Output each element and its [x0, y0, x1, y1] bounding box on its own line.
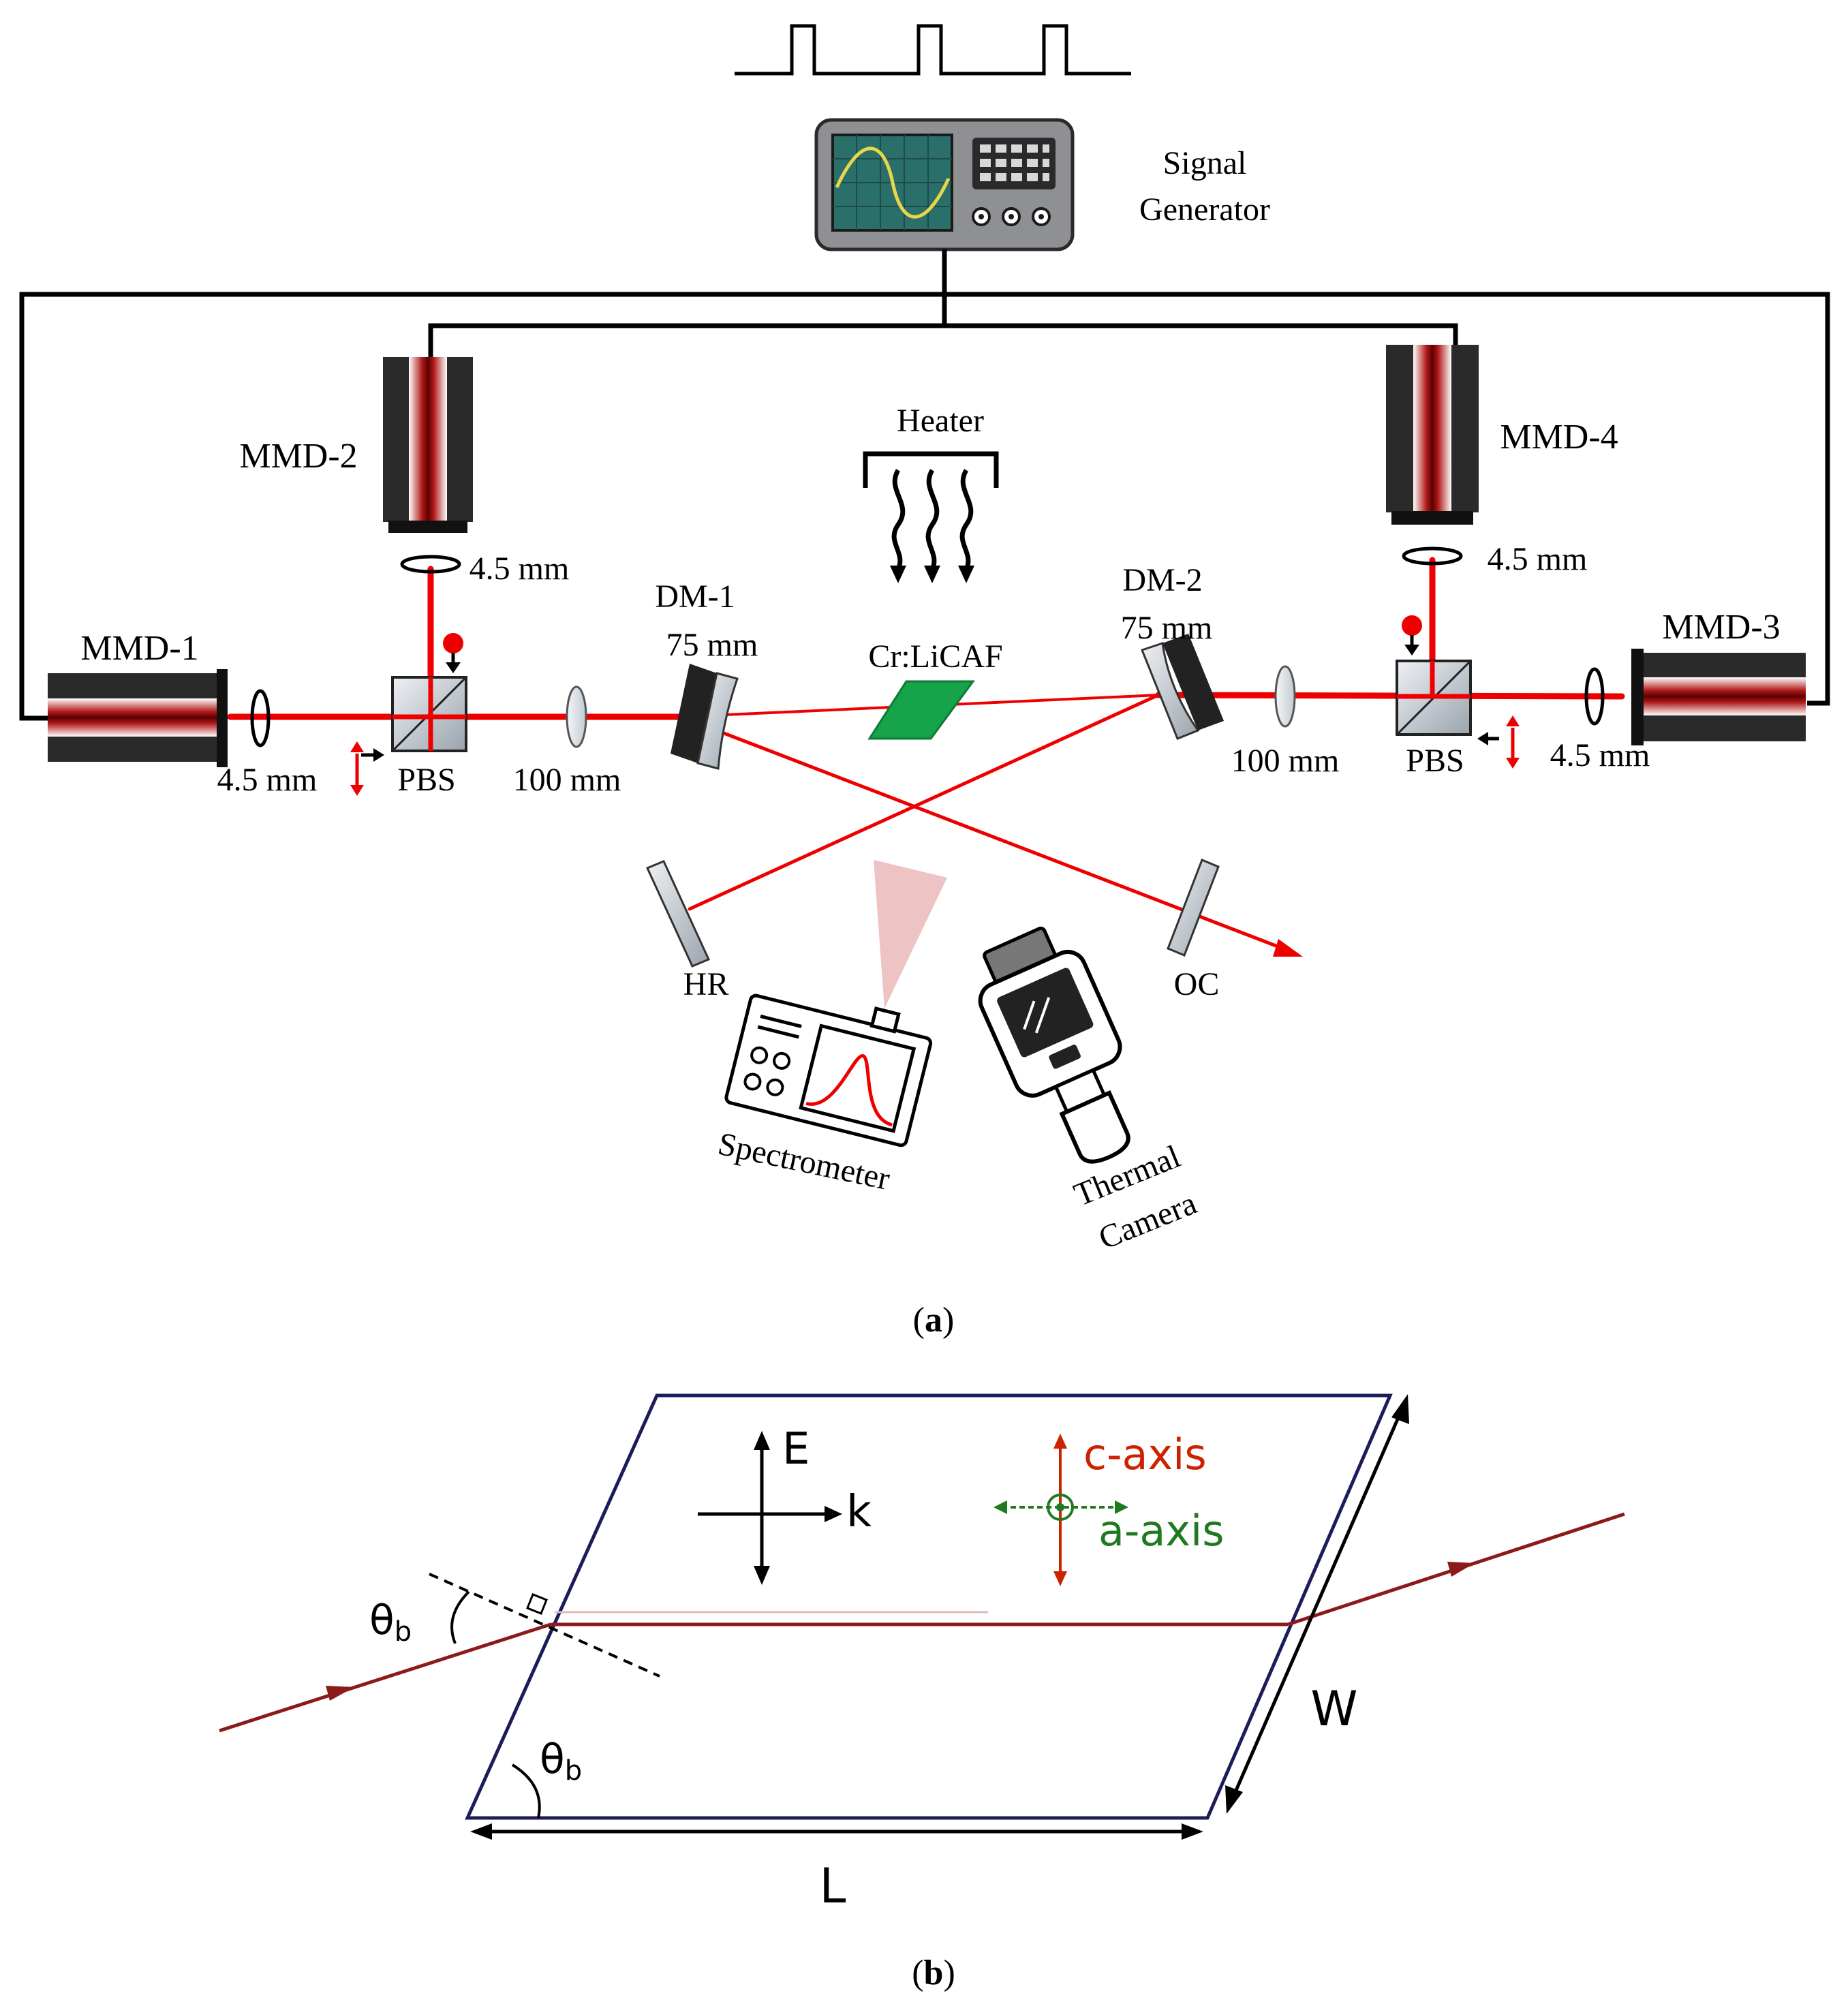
mmd-2-label: MMD-2	[239, 437, 357, 476]
k-label: k	[846, 1487, 872, 1537]
e-arrow-up	[754, 1431, 770, 1450]
heater-icon	[863, 451, 999, 571]
mmd-4-diode-icon	[1386, 345, 1479, 525]
panel-a-caption: (a)	[913, 1301, 955, 1340]
crystal-axes-icon	[994, 1434, 1128, 1586]
k-arrow-right	[825, 1506, 842, 1522]
theta-b-arc-top	[450, 1590, 470, 1644]
lens-4-5mm-icon	[250, 546, 1605, 747]
dm-1-label: 75 mm	[666, 627, 758, 663]
theta-b-bottom-label: θb	[540, 1735, 582, 1787]
pbs-right-label: PBS	[1406, 743, 1464, 779]
pbs-left-label: PBS	[397, 762, 455, 798]
pulse-train	[735, 24, 1131, 76]
signal-generator-label: Generator	[1139, 191, 1270, 228]
hr-mirror-icon	[645, 860, 711, 968]
e-arrow-down	[754, 1566, 770, 1585]
spectrometer-icon	[724, 993, 933, 1147]
hr-label: HR	[683, 966, 729, 1002]
dm-1-mirror-icon	[671, 664, 739, 770]
mmd-2-diode-icon	[383, 357, 473, 533]
mmd-1-label: MMD-1	[80, 629, 198, 668]
panel-a: Signal Generator MMD-1	[19, 24, 1830, 1340]
a-axis-label: a-axis	[1098, 1506, 1225, 1556]
l-label: L	[820, 1858, 846, 1914]
dm-1-label: DM-1	[655, 578, 735, 615]
l-arrow-left	[470, 1823, 492, 1840]
lens-mmd-4-label: 4.5 mm	[1488, 541, 1588, 577]
cr-licaf-crystal	[867, 680, 975, 740]
theta-b-top-label: θb	[369, 1596, 412, 1648]
c-axis-label: c-axis	[1083, 1430, 1207, 1479]
mmd-3-diode-icon	[1631, 649, 1806, 745]
dm-2-mirror-icon	[1141, 634, 1224, 740]
theta-b-arc-bottom	[511, 1763, 541, 1819]
heater-arrowheads	[890, 566, 974, 583]
beam-arrowhead-out	[1447, 1562, 1475, 1577]
dm-2-label: 75 mm	[1121, 610, 1213, 646]
w-arrow-top	[1391, 1394, 1409, 1424]
lens-mmd-2-label: 4.5 mm	[469, 551, 570, 587]
spectrometer-input-plume	[874, 860, 947, 1008]
lens-mmd-3-label: 4.5 mm	[1550, 737, 1650, 773]
pbs-left-icon	[350, 633, 467, 796]
mmd-4-label: MMD-4	[1500, 418, 1618, 457]
thermal-camera-icon	[978, 926, 1130, 1164]
mmd-3-label: MMD-3	[1662, 608, 1780, 647]
panel-b: θb θb E k c-axis a-axis W	[219, 1393, 1625, 1992]
l-arrow-right	[1182, 1823, 1203, 1840]
beam-path	[219, 1512, 1625, 1733]
w-arrow-bottom	[1225, 1785, 1243, 1814]
lens-100mm-icon	[566, 665, 1296, 748]
lens-mmd-1-label: 4.5 mm	[217, 762, 318, 798]
dm-2-label: DM-2	[1122, 562, 1202, 598]
e-k-polarization-axes	[698, 1439, 833, 1575]
right-angle-mark	[526, 1593, 548, 1615]
lens-100mm-left-label: 100 mm	[513, 762, 621, 798]
heater-label: Heater	[897, 403, 984, 439]
mmd-1-diode-icon	[48, 669, 228, 767]
w-dimension-line	[1233, 1414, 1402, 1794]
signal-generator-icon	[814, 118, 1075, 251]
signal-generator-label: Signal	[1163, 145, 1247, 181]
panel-b-caption: (b)	[912, 1954, 955, 1992]
w-label: W	[1310, 1681, 1357, 1737]
beam-arrowhead-in	[326, 1686, 354, 1701]
crystal-slab-outline	[465, 1393, 1393, 1820]
oc-label: OC	[1174, 966, 1220, 1002]
e-label: E	[782, 1424, 810, 1475]
pbs-right-icon	[1396, 615, 1520, 769]
driver-cables	[19, 249, 1830, 721]
cr-licaf-label: Cr:LiCAF	[868, 638, 1002, 675]
lens-100mm-right-label: 100 mm	[1231, 743, 1340, 779]
oc-mirror-icon	[1167, 859, 1220, 957]
